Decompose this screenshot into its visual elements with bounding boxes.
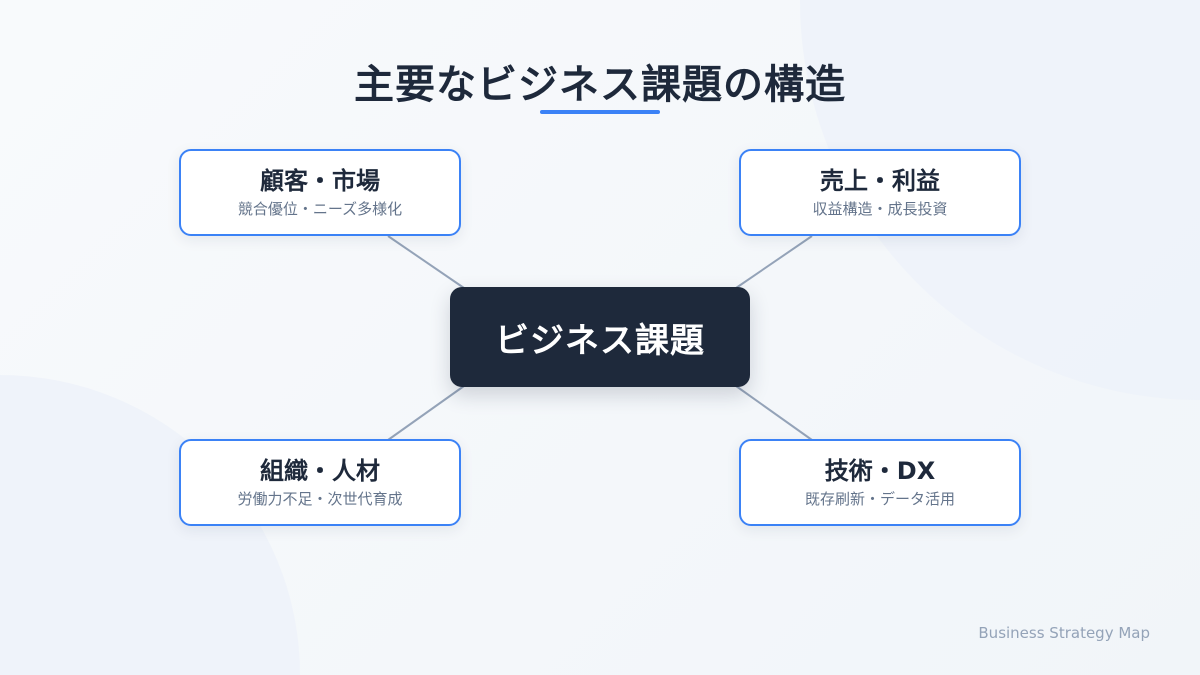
connector-bottom-left (387, 385, 465, 441)
node-title: 技術・DX (824, 457, 936, 485)
node-sales-profit: 売上・利益 収益構造・成長投資 (739, 149, 1021, 236)
node-subtitle: 労働力不足・次世代育成 (237, 490, 403, 508)
center-node-business-issues: ビジネス課題 (450, 287, 750, 387)
node-subtitle: 収益構造・成長投資 (812, 200, 948, 218)
footer-caption: Business Strategy Map (978, 624, 1150, 642)
page-title: 主要なビジネス課題の構造 (354, 62, 846, 108)
node-subtitle: 競合優位・ニーズ多様化 (237, 200, 403, 218)
node-subtitle: 既存刷新・データ活用 (804, 490, 955, 508)
connector-top-left (387, 235, 465, 289)
node-technology-dx: 技術・DX 既存刷新・データ活用 (739, 439, 1021, 526)
connector-bottom-right (735, 385, 813, 441)
title-underline (540, 110, 660, 114)
node-customer-market: 顧客・市場 競合優位・ニーズ多様化 (179, 149, 461, 236)
node-title: 顧客・市場 (260, 167, 380, 195)
node-title: 組織・人材 (260, 457, 380, 485)
connector-top-right (735, 235, 813, 289)
node-organization-talent: 組織・人材 労働力不足・次世代育成 (179, 439, 461, 526)
node-title: 売上・利益 (820, 167, 940, 195)
center-node-label: ビジネス課題 (495, 320, 705, 361)
